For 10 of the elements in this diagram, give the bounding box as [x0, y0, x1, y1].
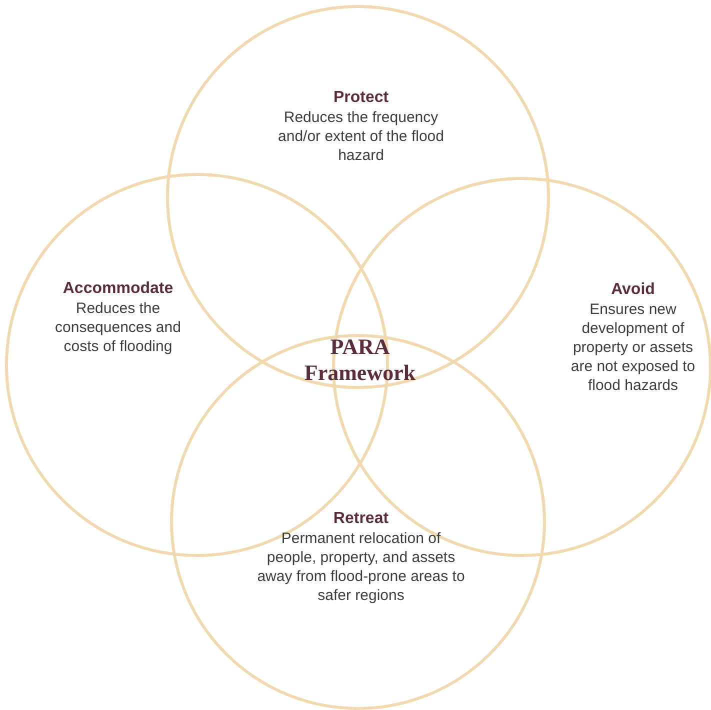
- circle-description: Permanent relocation of people, property, and assets away from flood-prone areas to safer regions: [256, 529, 466, 605]
- circle-heading: Avoid: [611, 280, 655, 300]
- center-title: PARA Framework: [303, 334, 417, 386]
- circle-description: Ensures new development of property or assets are not exposed to flood hazards: [570, 300, 696, 395]
- circle-description: Reduces the consequences and costs of flooding: [54, 299, 182, 356]
- circle: [170, 334, 546, 710]
- circle-heading: Protect: [333, 88, 389, 108]
- circle-description: Reduces the frequency and/or extent of the flood hazard: [277, 108, 445, 165]
- circle-heading: Accommodate: [62, 279, 174, 299]
- circle-heading: Retreat: [333, 509, 389, 529]
